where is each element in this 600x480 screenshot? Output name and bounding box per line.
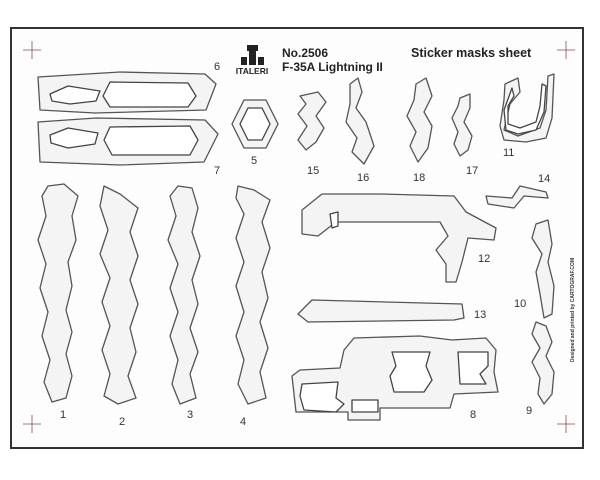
mask-number: 5 [251,155,257,167]
mask-number: 18 [413,172,425,184]
mask-number: 11 [503,147,514,159]
mask-number: 4 [240,416,246,428]
mask-number: 17 [466,165,478,177]
italeri-logo: ITALERI [236,45,268,76]
mask-number: 1 [60,409,66,421]
mask-number: 15 [307,165,319,177]
mask-16: 16 [345,77,375,184]
mask-1: 1 [37,183,79,421]
registration-mark-top-right [557,41,575,59]
mask-6: 6 [37,61,220,114]
mask-17: 17 [451,93,478,177]
registration-mark-bottom-right [557,415,575,433]
mask-12: 12 [301,193,497,283]
mask-8: 8 [291,335,499,421]
mask-number: 14 [538,173,550,185]
mask-4: 4 [235,185,271,428]
brand-name: ITALERI [236,66,268,76]
mask-5: 5 [231,99,279,167]
mask-14: 14 [485,173,550,209]
mask-number: 8 [470,409,476,421]
mask-11: 11 [499,73,555,159]
mask-number: 6 [214,61,220,73]
registration-mark-top-left [23,41,41,59]
mask-2: 2 [99,185,139,428]
mask-13: 13 [297,299,486,323]
mask-number: 10 [514,298,526,310]
mask-18: 18 [406,77,433,184]
kit-number: No.2506 [282,46,328,60]
registration-mark-bottom-left [23,415,41,433]
printer-credit: Designed and printed by CARTOGRAF.COM [570,258,576,362]
mask-15: 15 [297,91,327,177]
mask-number: 16 [357,172,369,184]
mask-10: 10 [514,219,555,319]
kit-name: F-35A Lightning II [282,60,383,74]
mask-number: 7 [214,165,220,177]
mask-number: 13 [474,309,486,321]
mask-number: 2 [119,416,125,428]
mask-number: 12 [478,253,490,265]
mask-7: 7 [37,117,220,177]
mask-number: 9 [526,405,532,417]
mask-number: 3 [187,409,193,421]
registration-marks [23,41,575,433]
mask-3: 3 [167,185,201,421]
sheet-title: Sticker masks sheet [411,46,532,60]
mask-9: 9 [526,321,555,417]
